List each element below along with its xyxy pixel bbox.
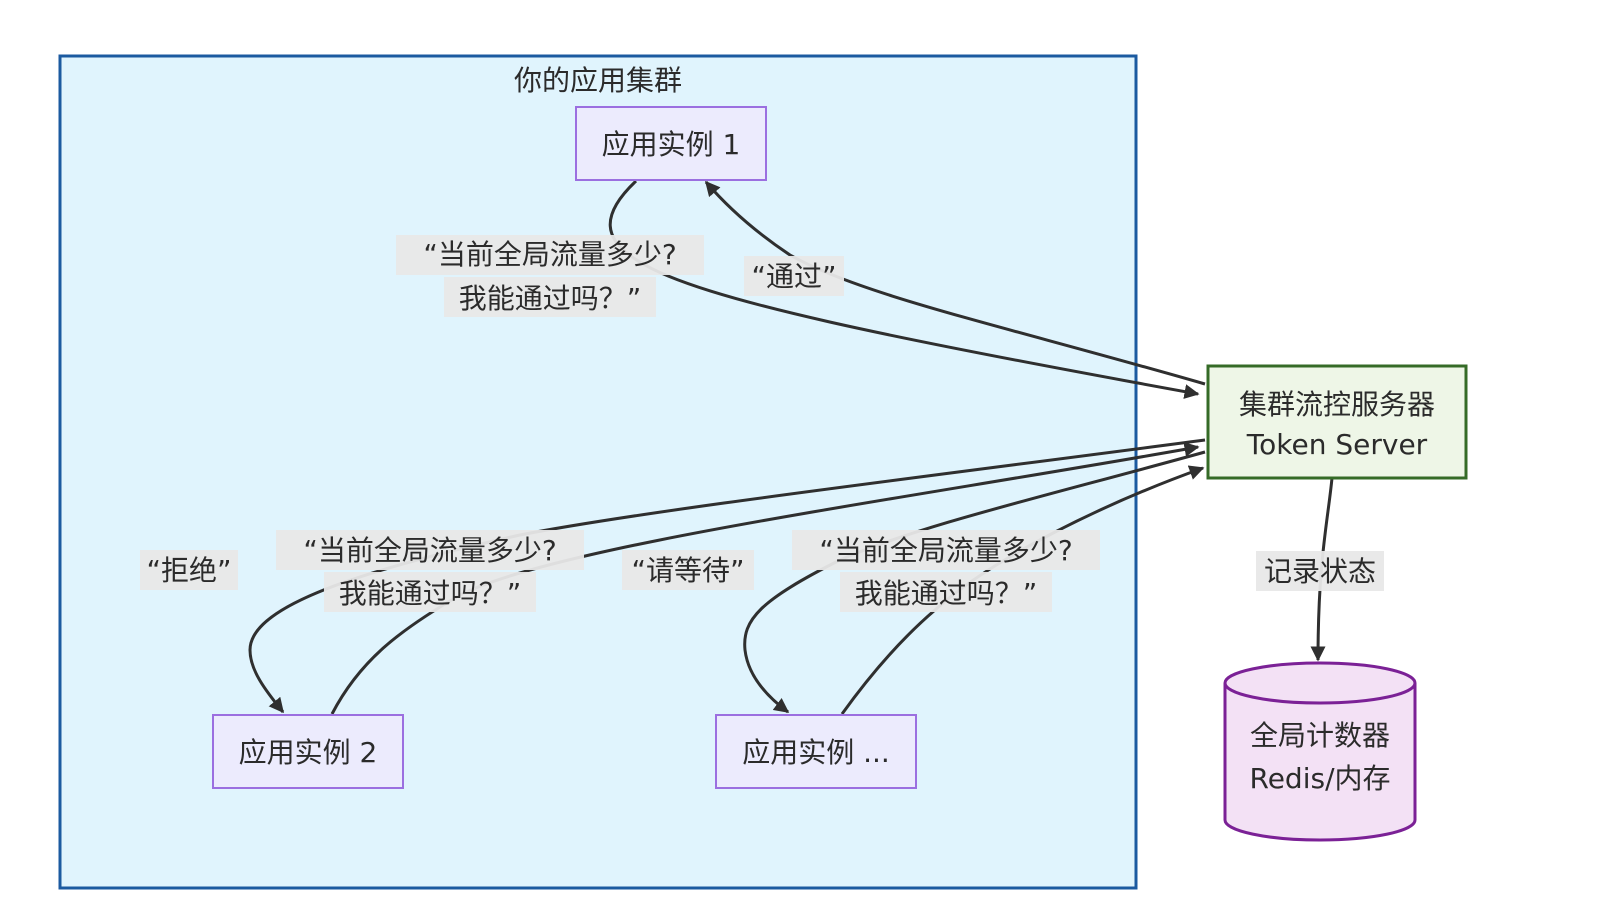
cluster-title: 你的应用集群 xyxy=(514,64,682,97)
edge-instance1-to-server xyxy=(608,179,1200,399)
node-instance-1-label: 应用实例 1 xyxy=(602,128,741,161)
node-global-counter: 全局计数器 Redis/内存 xyxy=(1223,661,1417,842)
edge-label-ask-1-line1: “当前全局流量多少? xyxy=(423,238,676,271)
edge-label-ask-2-line2: 我能通过吗？” xyxy=(339,577,522,610)
edge-label-ask-3-line2: 我能通过吗？” xyxy=(855,577,1038,610)
edge-label-reply-2: “拒绝” xyxy=(140,550,238,590)
edge-label-ask-3-line1: “当前全局流量多少? xyxy=(819,534,1072,567)
node-token-server: 集群流控服务器 Token Server xyxy=(1206,364,1468,480)
edge-label-reply-1-text: “通过” xyxy=(751,260,836,293)
node-instance-2: 应用实例 2 xyxy=(212,714,404,789)
node-global-counter-line2: Redis/内存 xyxy=(1250,762,1391,795)
node-token-server-line1: 集群流控服务器 xyxy=(1239,388,1435,421)
edge-label-ask-1: “当前全局流量多少? 我能通过吗？” xyxy=(396,235,704,317)
node-instance-1: 应用实例 1 xyxy=(575,106,767,181)
database-cylinder-icon xyxy=(1223,661,1417,842)
edge-label-reply-3-text: “请等待” xyxy=(631,554,744,587)
node-instance-2-label: 应用实例 2 xyxy=(239,736,378,769)
edge-server-to-db xyxy=(1310,477,1334,662)
edge-label-ask-1-line2: 我能通过吗？” xyxy=(459,282,642,315)
edge-label-reply-1: “通过” xyxy=(744,256,844,296)
edge-label-ask-2-line1: “当前全局流量多少? xyxy=(303,534,556,567)
edge-label-ask-2: “当前全局流量多少? 我能通过吗？” xyxy=(276,530,584,612)
node-global-counter-line1: 全局计数器 xyxy=(1250,719,1390,752)
edge-label-record-text: 记录状态 xyxy=(1264,555,1376,588)
node-instance-3-label: 应用实例 ... xyxy=(742,736,890,769)
edge-label-ask-3: “当前全局流量多少? 我能通过吗？” xyxy=(792,530,1100,612)
database-cylinder-top xyxy=(1223,682,1417,705)
edge-label-reply-3: “请等待” xyxy=(622,550,754,590)
node-instance-3: 应用实例 ... xyxy=(715,714,917,789)
edge-label-record: 记录状态 xyxy=(1256,551,1384,591)
node-token-server-line2: Token Server xyxy=(1246,428,1428,461)
edge-label-reply-2-text: “拒绝” xyxy=(146,554,231,587)
